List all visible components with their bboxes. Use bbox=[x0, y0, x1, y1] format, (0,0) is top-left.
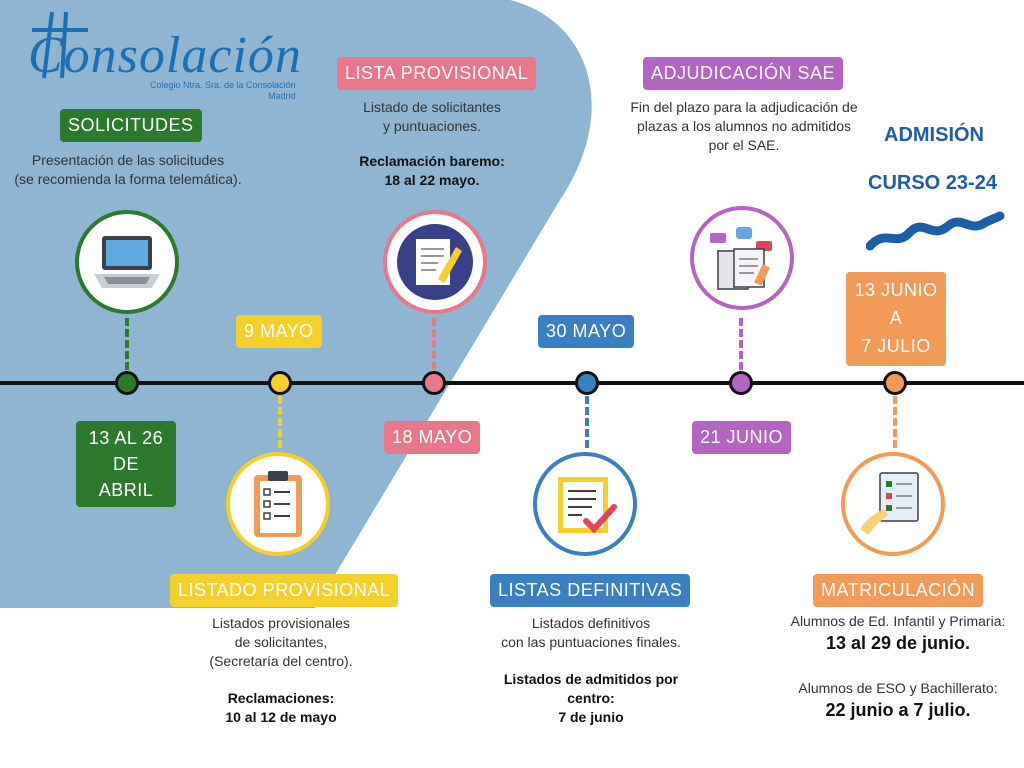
clipboard-circle bbox=[226, 452, 330, 556]
sae-connector bbox=[739, 318, 743, 370]
listado-prov-dot bbox=[268, 371, 292, 395]
logo-cross-icon bbox=[32, 11, 88, 79]
form-hand-icon bbox=[860, 472, 919, 535]
lista-prov-title: LISTA PROVISIONAL bbox=[337, 57, 537, 90]
listado-prov-title: LISTADO PROVISIONAL bbox=[170, 574, 399, 607]
lista-prov-connector bbox=[432, 318, 436, 370]
sae-dot bbox=[729, 371, 753, 395]
solicitudes-connector bbox=[125, 318, 129, 370]
listado-prov-connector bbox=[278, 396, 282, 448]
timeline-line bbox=[0, 381, 1024, 385]
logo-word: Consolación bbox=[28, 27, 302, 84]
solicitudes-desc: Presentación de las solicitudes (se reco… bbox=[14, 152, 242, 187]
solicitudes-date: 13 AL 26 DE ABRIL bbox=[76, 421, 176, 508]
form-circle bbox=[841, 452, 945, 556]
papers-chat-icon bbox=[710, 227, 772, 290]
laptop-icon bbox=[94, 236, 160, 288]
definitivas-date: 30 MAYO bbox=[538, 315, 635, 348]
sae-title: ADJUDICACIÓN SAE bbox=[643, 57, 844, 90]
lista-prov-dot bbox=[422, 371, 446, 395]
papers-circle bbox=[690, 206, 794, 310]
solicitudes-dot bbox=[115, 371, 139, 395]
document-circle bbox=[383, 210, 487, 314]
document-icon bbox=[397, 224, 473, 300]
listado-prov-desc: Listados provisionales de solicitantes, … bbox=[209, 615, 353, 725]
definitivas-title: LISTAS DEFINITIVAS bbox=[490, 574, 691, 607]
matricula-desc: Alumnos de Ed. Infantil y Primaria: 13 a… bbox=[790, 613, 1006, 721]
matricula-connector bbox=[893, 396, 897, 448]
sae-date: 21 JUNIO bbox=[692, 421, 792, 454]
listado-prov-date: 9 MAYO bbox=[236, 315, 322, 348]
curso-title: CURSO 23-24 bbox=[868, 172, 997, 194]
laptop-circle bbox=[75, 210, 179, 314]
lista-prov-date: 18 MAYO bbox=[384, 421, 481, 454]
definitivas-connector bbox=[585, 396, 589, 448]
sae-desc: Fin del plazo para la adjudicación de pl… bbox=[630, 99, 858, 153]
brush-stroke-icon bbox=[866, 211, 1005, 251]
solicitudes-title: SOLICITUDES bbox=[60, 109, 202, 142]
checklist-icon bbox=[558, 477, 617, 534]
lista-prov-desc: Listado de solicitantes y puntuaciones. … bbox=[359, 99, 505, 188]
logo-subtitle: Colegio Ntra. Sra. de la Consolación Mad… bbox=[150, 80, 296, 101]
definitivas-desc: Listados definitivos con las puntuacione… bbox=[501, 615, 681, 725]
matricula-dot bbox=[883, 371, 907, 395]
admision-title: ADMISIÓN bbox=[884, 124, 984, 146]
checklist-circle bbox=[533, 452, 637, 556]
matricula-title: MATRICULACIÓN bbox=[813, 574, 984, 607]
matricula-date: 13 JUNIO A 7 JULIO bbox=[846, 272, 946, 366]
definitivas-dot bbox=[575, 371, 599, 395]
clipboard-icon bbox=[254, 471, 302, 537]
